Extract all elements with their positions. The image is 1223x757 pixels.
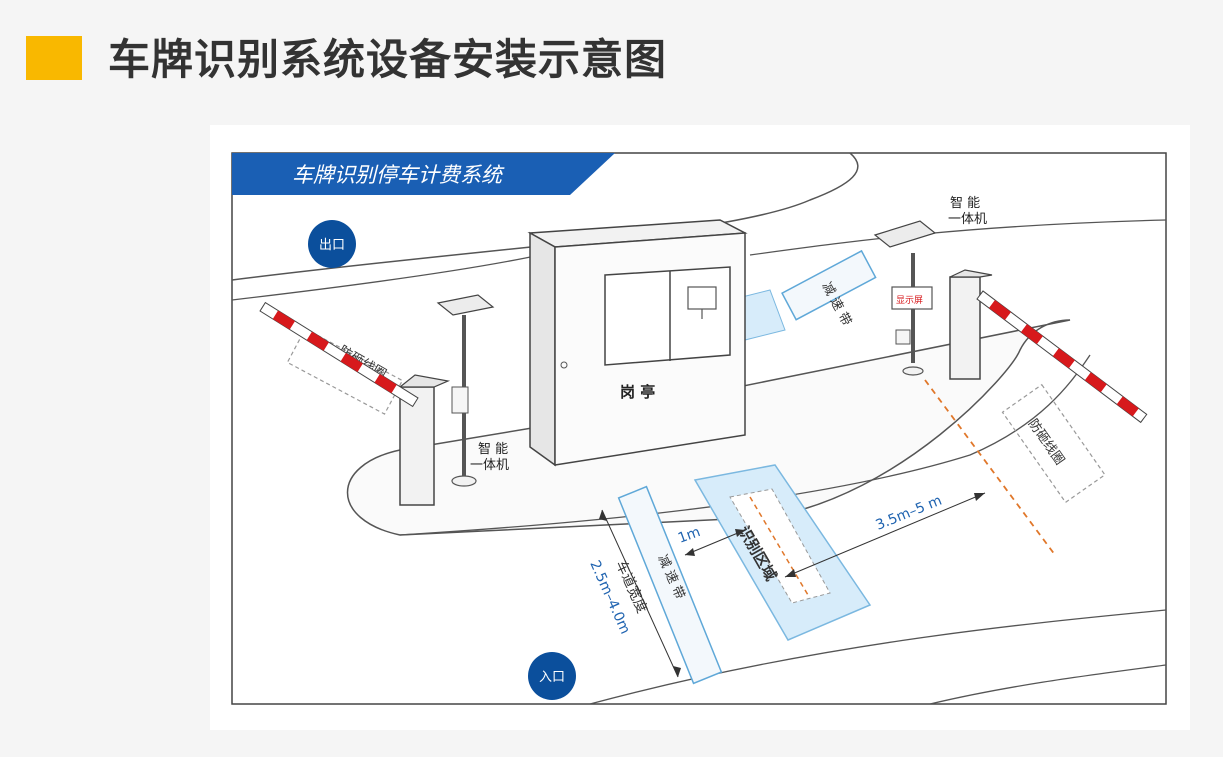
barrier-left-arm [259, 301, 419, 408]
entrance-road-edge-2 [929, 664, 1166, 704]
exit-label: 出口 [319, 238, 345, 253]
recognition-guide-line [749, 496, 809, 596]
camera-right-label-1: 智 能 [950, 196, 980, 211]
barrier-right-arm [976, 290, 1148, 424]
barrier-left [259, 301, 451, 506]
speed-bump-top [781, 249, 877, 321]
barrier-right [949, 269, 1148, 424]
one-meter-label: 1m [676, 524, 703, 547]
entrance-label: 入口 [539, 670, 565, 685]
camera-right-guide-line [924, 379, 1056, 556]
speed-bump-bottom [617, 485, 723, 685]
camera-left-label-1: 智 能 [478, 442, 508, 457]
slide-title: 车牌识别系统设备安装示意图 [108, 35, 668, 84]
island-lower-edge [399, 354, 1091, 536]
camera-left [436, 294, 495, 487]
camera-right-icon [873, 220, 937, 248]
display-screen [891, 286, 933, 310]
installation-diagram: 减 速 带 防砸线圈 防砸线圈 识别区域 3.5m–5 m 1m [231, 152, 1167, 705]
exit-circle [308, 220, 356, 268]
lane-width-arrow [601, 509, 679, 678]
exit-road-inner-edge [232, 254, 541, 301]
entrance-road-edge [589, 609, 1166, 704]
entrance-circle [528, 652, 576, 700]
camera-right: 显示屏 [873, 220, 937, 376]
diagram-card: 减 速 带 防砸线圈 防砸线圈 识别区域 3.5m–5 m 1m [210, 125, 1190, 730]
guard-booth: 岗 亭 [527, 219, 748, 467]
title-banner [232, 153, 615, 195]
distance-arrow [784, 492, 986, 578]
one-meter-arrow [684, 529, 746, 556]
title-accent-block [26, 36, 82, 80]
banner-title: 车牌识别停车计费系统 [292, 163, 505, 187]
camera-left-icon [436, 294, 495, 316]
loop-right [1001, 383, 1106, 504]
recognition-zone-inner [729, 488, 831, 604]
display-screen-label: 显示屏 [896, 295, 923, 306]
camera-left-label-2: 一体机 [470, 458, 509, 473]
booth-label: 岗 亭 [620, 383, 655, 401]
monitor-icon [687, 286, 717, 310]
camera-right-label-2: 一体机 [948, 212, 987, 227]
